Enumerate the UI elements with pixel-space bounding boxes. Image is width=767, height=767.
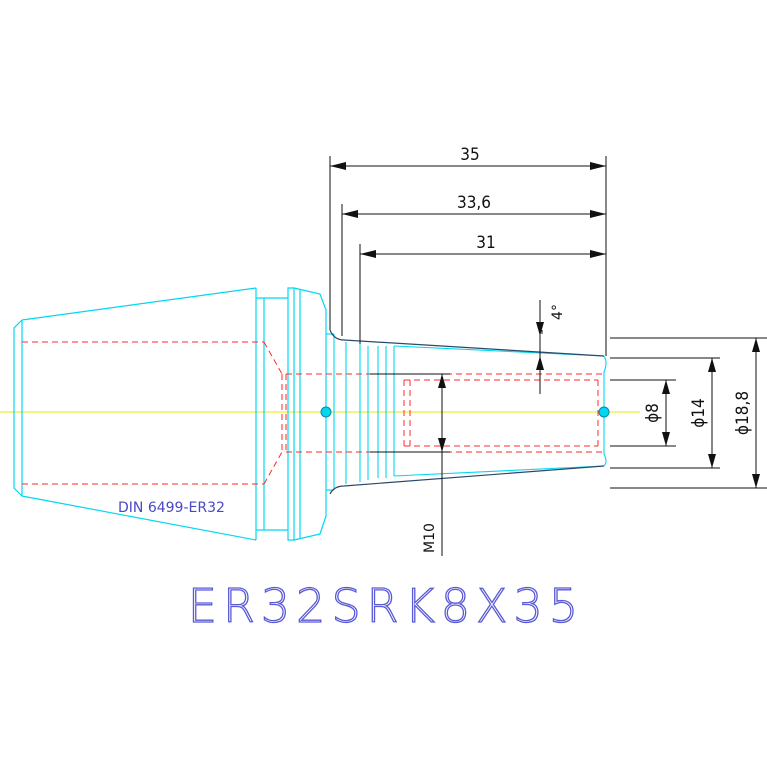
collet-nut [13, 287, 334, 541]
part-title: ER32SRK8X35 [188, 579, 584, 633]
dim-thread: M10 [422, 523, 438, 553]
dim-taper-angle: 4° [550, 304, 566, 320]
arrowheads [330, 162, 760, 488]
center-marker-right [598, 406, 610, 418]
body-outline [329, 329, 605, 495]
dim-bore-dia: ϕ8 [643, 403, 663, 423]
dim-overall-length: 35 [460, 145, 479, 165]
dim-mid-length: 33,6 [457, 193, 491, 213]
standard-label: DIN 6499-ER32 [118, 500, 225, 516]
dim-inner-length: 31 [476, 233, 495, 253]
dim-mid-dia: ϕ14 [689, 398, 709, 428]
dim-outer-dia: ϕ18,8 [733, 391, 753, 435]
hidden-lines [22, 341, 604, 485]
center-marker-left [320, 406, 332, 418]
dimension-lines [329, 156, 767, 556]
